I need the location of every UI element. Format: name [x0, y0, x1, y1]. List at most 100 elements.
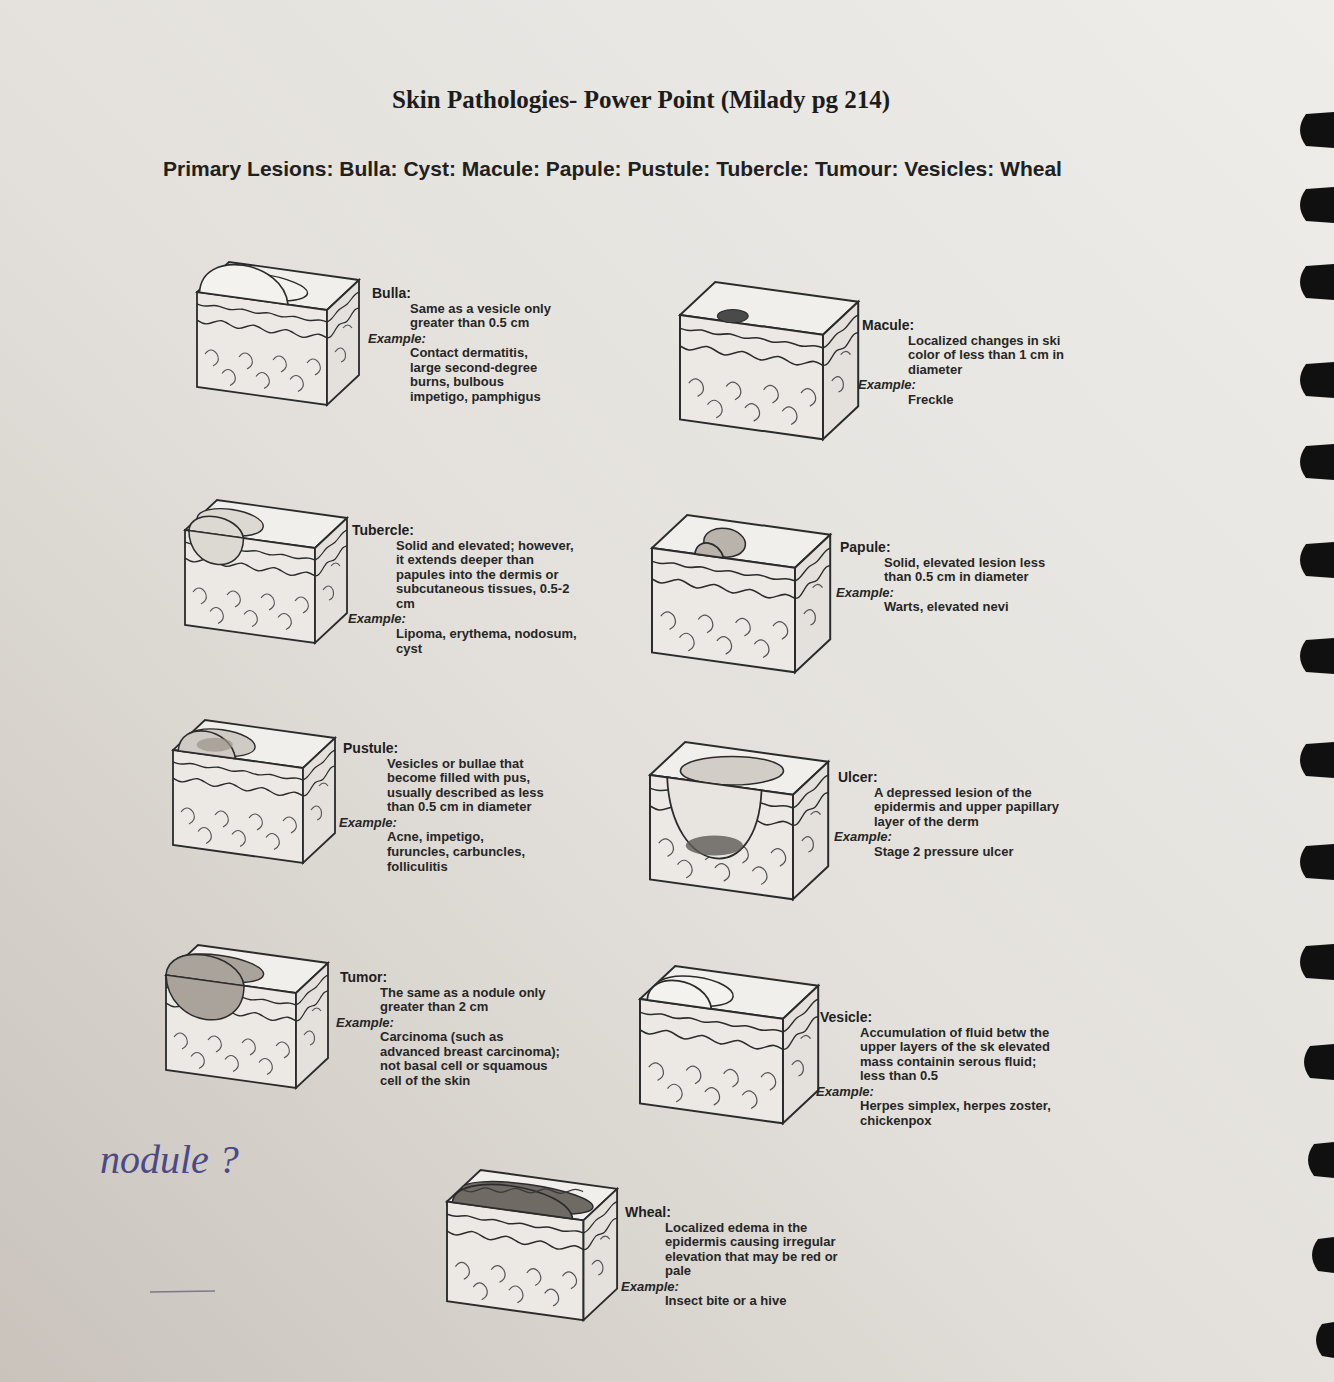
skin-block-vesicle	[640, 966, 818, 1123]
side-epidermis	[296, 975, 328, 1005]
wheal-section	[452, 1184, 572, 1218]
lesion-name: Tubercle:	[352, 523, 584, 539]
side-dermis	[795, 566, 830, 599]
example-text: Carcinoma (such as advanced breast carci…	[380, 1030, 565, 1088]
example-label: Example:	[858, 378, 1087, 393]
side-epidermis	[315, 530, 347, 560]
block-front	[680, 315, 823, 439]
lesion-name: Macule:	[862, 318, 1087, 334]
block-front	[447, 1202, 584, 1321]
binding-coil	[1300, 264, 1334, 300]
side-epidermis	[783, 999, 818, 1032]
text-group: Pustule:Vesicles or bullae that become f…	[343, 741, 548, 874]
block-front	[166, 975, 296, 1088]
block-front	[650, 775, 793, 899]
lesion-name: Papule:	[840, 540, 1075, 556]
lesion-name: Tumor:	[340, 970, 565, 986]
example-text: Acne, impetigo, furuncles, carbuncles, f…	[387, 830, 548, 874]
example-label: Example:	[834, 830, 1070, 845]
block-side	[315, 518, 347, 643]
example-label: Example:	[368, 332, 562, 347]
example-text: Herpes simplex, herpes zoster, chickenpo…	[860, 1099, 1060, 1128]
binding-coil	[1308, 1142, 1334, 1178]
binding-coil	[1316, 1322, 1334, 1358]
text-group: nodule ?	[100, 1138, 320, 1183]
skin-block-macule	[680, 282, 858, 439]
epidermis-line	[680, 328, 823, 348]
binding-coil	[1304, 1044, 1334, 1080]
lesion-name: Bulla:	[372, 286, 562, 302]
example-label: Example:	[336, 1016, 565, 1031]
example-text: Contact dermatitis, large second-degree …	[410, 346, 562, 404]
block-front	[197, 292, 327, 405]
side-epidermis	[795, 548, 830, 581]
text-group: Macule:Localized changes in ski color of…	[862, 318, 1087, 407]
side-dermis	[327, 308, 359, 338]
text-group: Ulcer:A depressed lesion of the epidermi…	[838, 770, 1070, 859]
text-group: Bulla:Same as a vesicle only greater tha…	[372, 286, 562, 405]
skin-block-tumor	[166, 945, 328, 1088]
side-dermis	[823, 333, 858, 366]
dermis-line	[197, 320, 327, 338]
block-side	[296, 963, 328, 1088]
macule-spot	[717, 310, 748, 323]
binding-coil	[1300, 542, 1334, 578]
skin-block-wheal	[447, 1170, 617, 1320]
skin-block-ulcer	[650, 742, 828, 899]
block-side	[303, 738, 335, 863]
side-dermis	[296, 991, 328, 1021]
lesion-description: Vesicles or bullae that become filled wi…	[387, 757, 548, 815]
page-title: Skin Pathologies- Power Point (Milady pg…	[392, 86, 890, 114]
side-epidermis	[793, 775, 828, 808]
dermis-line	[680, 346, 823, 366]
binding-coil	[1300, 844, 1334, 880]
pustule-section	[178, 731, 235, 759]
block-front	[173, 750, 303, 863]
bulla-section	[200, 265, 288, 305]
section-heading: Primary Lesions: Bulla: Cyst: Macule: Pa…	[163, 158, 1093, 180]
side-dermis	[793, 793, 828, 826]
skin-block-pustule	[173, 720, 335, 863]
text-group: Tumor:The same as a nodule only greater …	[340, 970, 565, 1089]
block-side	[823, 302, 858, 440]
skin-block-tubercle	[185, 500, 347, 643]
lesion-description: Same as a vesicle only greater than 0.5 …	[410, 302, 562, 331]
lesion-description: Accumulation of fluid betw the upper lay…	[860, 1026, 1060, 1084]
ulcer-base	[686, 836, 743, 856]
tumor-depth	[166, 975, 244, 1020]
lesion-name: Ulcer:	[838, 770, 1070, 786]
binding-coil	[1300, 362, 1334, 398]
example-text: Warts, elevated nevi	[884, 600, 1075, 615]
tissue-cells	[193, 563, 340, 630]
example-label: Example:	[621, 1280, 843, 1295]
side-dermis	[584, 1218, 618, 1250]
lesion-name: Wheal:	[625, 1205, 843, 1221]
dermis-line	[640, 1030, 783, 1050]
example-text: Freckle	[908, 393, 1087, 408]
binding-coil	[1300, 187, 1334, 223]
example-label: Example:	[836, 586, 1075, 601]
epidermis-line	[652, 561, 795, 581]
lesion-name: Vesicle:	[820, 1010, 1060, 1026]
lesion-description: The same as a nodule only greater than 2…	[380, 986, 565, 1015]
text-group: Papule:Solid, elevated lesion less than …	[840, 540, 1075, 615]
tissue-cells	[455, 1236, 609, 1306]
epidermis-line	[197, 304, 327, 322]
side-epidermis	[303, 750, 335, 780]
example-text: Insect bite or a hive	[665, 1294, 843, 1309]
pus	[197, 738, 233, 752]
binding-coil	[1300, 742, 1334, 778]
example-text: Lipoma, erythema, nodosum, cyst	[396, 627, 584, 656]
tissue-cells	[181, 783, 328, 850]
side-dermis	[315, 546, 347, 576]
dermis-line	[652, 579, 795, 599]
tissue-cells	[689, 351, 851, 424]
epidermis-line	[640, 1012, 783, 1032]
text-group: Primary Lesions: Bulla: Cyst: Macule: Pa…	[163, 158, 1093, 180]
lesion-description: Localized changes in ski color of less t…	[908, 334, 1087, 378]
lesion-description: Localized edema in the epidermis causing…	[665, 1221, 843, 1279]
example-label: Example:	[348, 612, 584, 627]
spiral-binding	[1300, 112, 1334, 1358]
example-label: Example:	[339, 816, 548, 831]
